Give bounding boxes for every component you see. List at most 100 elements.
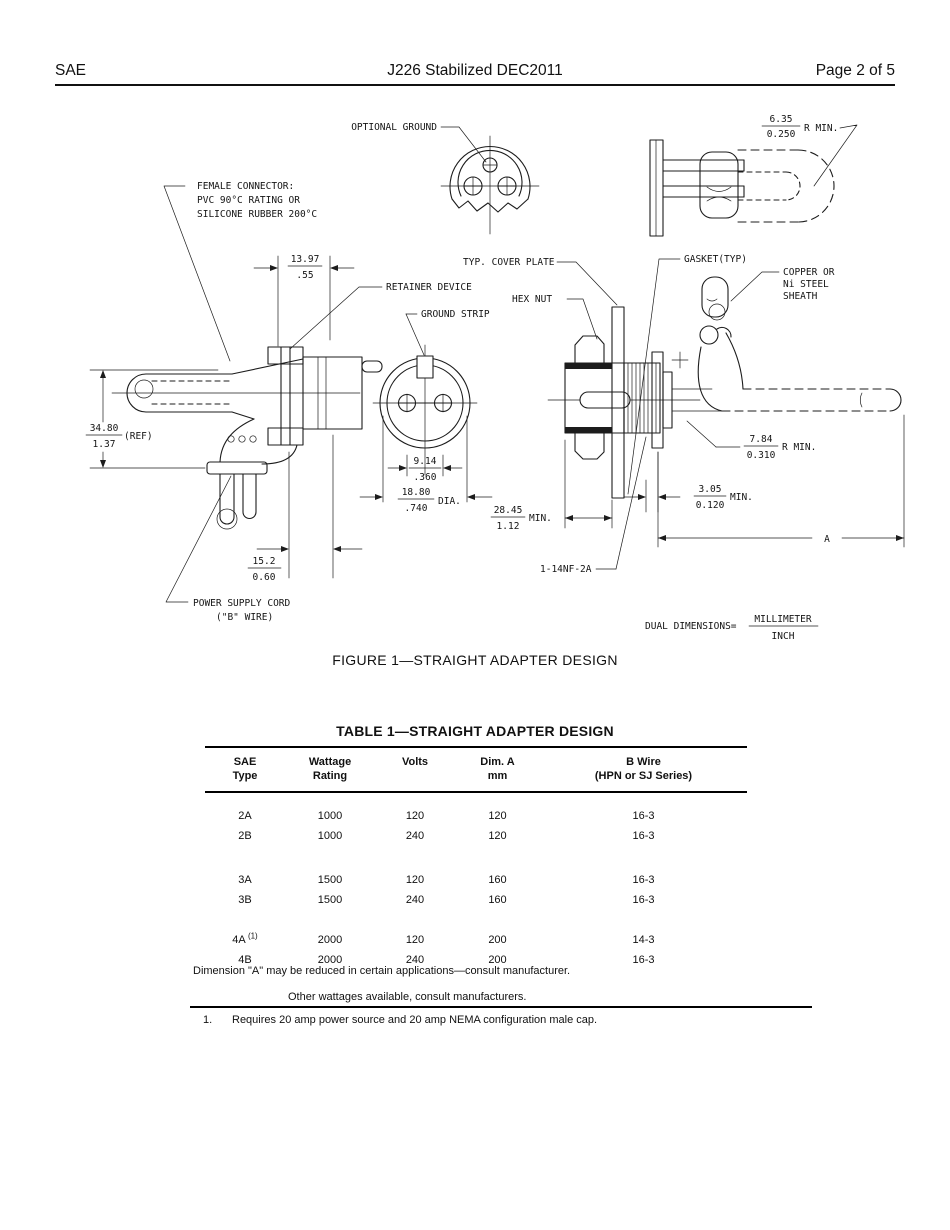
dim-pin-spacing-9-14: 9.14 .360 bbox=[387, 454, 463, 483]
svg-text:15.2: 15.2 bbox=[253, 556, 276, 567]
retainer-ring-bottom bbox=[267, 427, 304, 446]
svg-text:PVC 90°C RATING OR: PVC 90°C RATING OR bbox=[197, 195, 300, 206]
label-gasket: GASKET(TYP) bbox=[627, 254, 747, 495]
svg-text:.360: .360 bbox=[414, 472, 437, 483]
svg-text:MIN.: MIN. bbox=[730, 492, 753, 503]
dim-radius-6-35: 6.35 0.250 R MIN. bbox=[761, 114, 858, 187]
dim-diameter-18-80: 18.80 .740 DIA. bbox=[359, 415, 493, 514]
dim-gap-3-05: 3.05 0.120 MIN. bbox=[623, 451, 753, 513]
ground-strip-slot bbox=[416, 355, 434, 379]
header-left: SAE bbox=[55, 62, 87, 79]
svg-text:1.37: 1.37 bbox=[93, 439, 116, 450]
dual-dimensions-note: DUAL DIMENSIONS= MILLIMETER INCH bbox=[645, 614, 819, 642]
svg-text:13.97: 13.97 bbox=[291, 254, 320, 265]
label-female-connector: FEMALE CONNECTOR: PVC 90°C RATING OR SIL… bbox=[163, 181, 317, 362]
footnote-marker: 1. bbox=[203, 1014, 213, 1026]
svg-text:0.120: 0.120 bbox=[696, 500, 725, 511]
view-panel-section: TYP. COVER PLATE HEX NUT GASKET(TYP) COP… bbox=[463, 254, 905, 575]
svg-text:Ni STEEL: Ni STEEL bbox=[783, 279, 829, 290]
svg-text:0.310: 0.310 bbox=[747, 450, 776, 461]
sheath-bend-outer bbox=[725, 332, 744, 390]
dim-height-34-80: 34.80 1.37 (REF) bbox=[85, 369, 219, 469]
svg-text:7.84: 7.84 bbox=[750, 434, 773, 445]
svg-text:DIA.: DIA. bbox=[438, 496, 461, 507]
sheath-end bbox=[701, 276, 729, 318]
svg-text:HEX NUT: HEX NUT bbox=[512, 294, 552, 305]
svg-text:18.80: 18.80 bbox=[402, 487, 431, 498]
svg-text:FEMALE CONNECTOR:: FEMALE CONNECTOR: bbox=[197, 181, 294, 192]
dim-depth-28-45: 28.45 1.12 MIN. bbox=[490, 439, 613, 532]
table-title: TABLE 1—STRAIGHT ADAPTER DESIGN bbox=[336, 723, 614, 739]
label-ground-strip: GROUND STRIP bbox=[405, 309, 490, 356]
connector-barrel bbox=[302, 356, 363, 430]
svg-text:R MIN.: R MIN. bbox=[782, 442, 816, 453]
svg-text:A: A bbox=[824, 534, 830, 545]
figure-caption: FIGURE 1—STRAIGHT ADAPTER DESIGN bbox=[332, 652, 618, 668]
label-sheath: COPPER OR Ni STEEL SHEATH bbox=[730, 267, 835, 302]
col-header-b-wire: B Wire(HPN or SJ Series) bbox=[594, 756, 693, 782]
svg-text:.740: .740 bbox=[405, 503, 428, 514]
svg-text:TYP. COVER PLATE: TYP. COVER PLATE bbox=[463, 257, 555, 268]
sheath-bend-inner bbox=[697, 346, 723, 412]
footnote-reference: (1) bbox=[247, 931, 258, 941]
hex-nut-top bbox=[574, 335, 605, 366]
label-hex-nut: HEX NUT bbox=[512, 294, 598, 340]
svg-text:GROUND STRIP: GROUND STRIP bbox=[421, 309, 490, 320]
table-note-dimension-a: Dimension "A" may be reduced in certain … bbox=[193, 965, 571, 977]
svg-text:1-14NF-2A: 1-14NF-2A bbox=[540, 564, 592, 575]
svg-text:6.35: 6.35 bbox=[770, 114, 793, 125]
footnote-text: Requires 20 amp power source and 20 amp … bbox=[232, 1014, 598, 1026]
washer bbox=[662, 371, 673, 429]
svg-text:28.45: 28.45 bbox=[494, 505, 523, 516]
svg-text:0.60: 0.60 bbox=[253, 572, 276, 583]
table-note-other-wattages: Other wattages available, consult manufa… bbox=[288, 991, 527, 1003]
view-cap-side: 6.35 0.250 R MIN. bbox=[649, 114, 858, 237]
dim-width-15-2: 15.2 0.60 bbox=[247, 434, 363, 583]
label-cover-plate: TYP. COVER PLATE bbox=[463, 257, 618, 306]
view-elbow-adapter: 13.97 .55 34.80 1.37 (REF) bbox=[85, 181, 472, 623]
retainer-ring-top bbox=[267, 346, 304, 365]
view-connector-face-ground: OPTIONAL GROUND bbox=[351, 122, 540, 235]
table-footnote: 1. Requires 20 amp power source and 20 a… bbox=[203, 1014, 597, 1026]
col-header-volts: Volts bbox=[401, 756, 429, 768]
svg-text:R MIN.: R MIN. bbox=[804, 123, 838, 134]
hex-nut-bottom bbox=[574, 430, 605, 460]
svg-text:SILICONE RUBBER 200°C: SILICONE RUBBER 200°C bbox=[197, 209, 317, 220]
dim-a: A bbox=[657, 414, 905, 548]
figure-1-drawing: OPTIONAL GROUND 6.35 0.250 bbox=[85, 114, 905, 642]
svg-text:GASKET(TYP): GASKET(TYP) bbox=[684, 254, 747, 265]
svg-text:INCH: INCH bbox=[772, 631, 795, 642]
svg-text:POWER SUPPLY CORD: POWER SUPPLY CORD bbox=[193, 598, 291, 609]
table-bottom-rule bbox=[190, 1006, 812, 1008]
label-optional-ground: OPTIONAL GROUND bbox=[351, 122, 437, 133]
svg-text:.55: .55 bbox=[296, 270, 313, 281]
svg-text:DUAL DIMENSIONS=: DUAL DIMENSIONS= bbox=[645, 621, 737, 632]
svg-text:34.80: 34.80 bbox=[90, 423, 119, 434]
svg-text:("B" WIRE): ("B" WIRE) bbox=[216, 612, 273, 623]
page-header: SAE J226 Stabilized DEC2011 Page 2 of 5 bbox=[55, 62, 895, 86]
svg-text:SHEATH: SHEATH bbox=[783, 291, 818, 302]
prong-left bbox=[219, 473, 235, 525]
svg-text:(REF): (REF) bbox=[124, 431, 153, 442]
label-retainer-device: RETAINER DEVICE bbox=[289, 282, 472, 350]
dim-radius-7-84: 7.84 0.310 R MIN. bbox=[686, 420, 816, 461]
svg-text:COPPER OR: COPPER OR bbox=[783, 267, 835, 278]
header-title: J226 Stabilized DEC2011 bbox=[387, 62, 563, 79]
svg-text:3.05: 3.05 bbox=[699, 484, 722, 495]
svg-text:1.12: 1.12 bbox=[497, 521, 520, 532]
svg-text:MILLIMETER: MILLIMETER bbox=[754, 614, 811, 625]
dim-width-13-97: 13.97 .55 bbox=[253, 254, 355, 347]
label-power-supply-cord: POWER SUPPLY CORD ("B" WIRE) bbox=[165, 475, 291, 623]
